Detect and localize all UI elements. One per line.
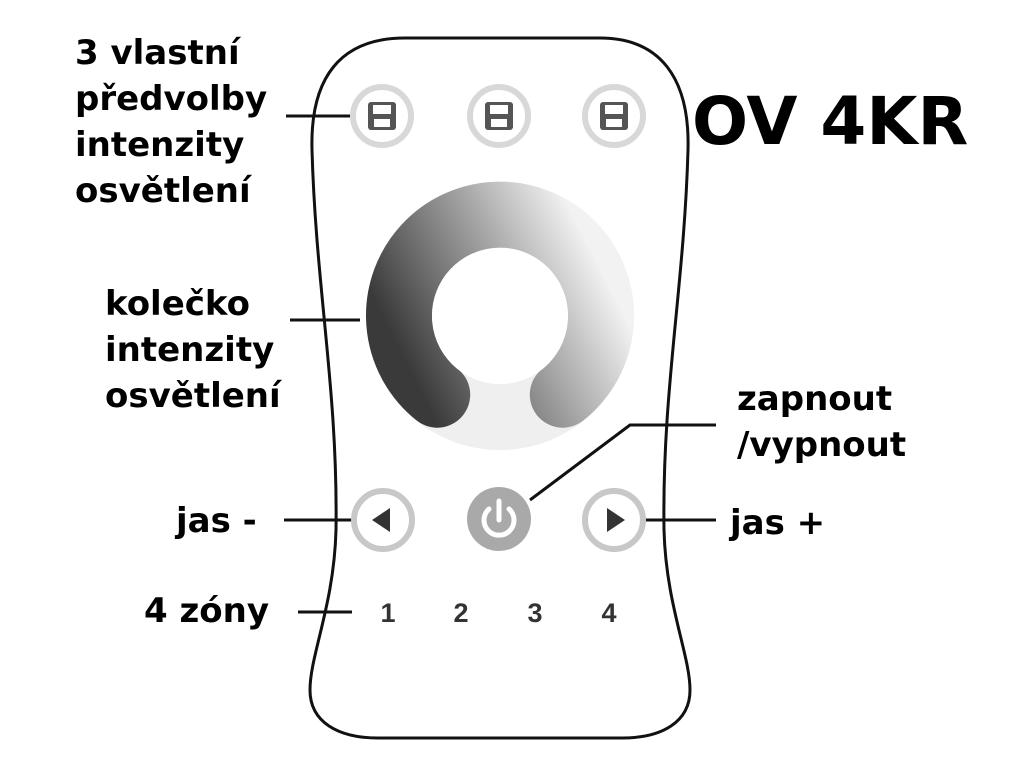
preset-button-3[interactable] [582, 84, 646, 148]
model-title: OV 4KR [692, 83, 969, 160]
presets-label: 3 vlastní předvolby intenzity osvětlení [75, 30, 267, 214]
presets-label-line-4: osvětlení [75, 171, 251, 211]
zone-button-2[interactable]: 2 [453, 598, 469, 628]
wheel-label-line-2: intenzity [105, 330, 275, 370]
brightness-wheel-gradient-arc [366, 181, 634, 428]
triangle-right-icon [607, 508, 625, 532]
floppy-disk-icon [485, 102, 513, 130]
floppy-disk-icon [368, 102, 396, 130]
brightness-up-label: jas + [730, 503, 826, 543]
power-label-line-1: zapnout [737, 379, 893, 419]
preset-button-1[interactable] [350, 84, 414, 148]
zone-button-3[interactable]: 3 [527, 598, 543, 628]
wheel-label: kolečko intenzity osvětlení [105, 281, 281, 419]
presets-label-line-2: předvolby [75, 79, 268, 119]
power-label-line-2: /vypnout [737, 425, 907, 465]
wheel-label-line-3: osvětlení [105, 376, 281, 416]
wheel-label-line-1: kolečko [105, 284, 250, 324]
preset-button-2[interactable] [467, 84, 531, 148]
power-icon [481, 498, 517, 538]
brightness-up-button[interactable] [582, 488, 646, 552]
presets-label-line-1: 3 vlastní [75, 33, 240, 73]
brightness-down-label: jas - [176, 501, 257, 541]
power-label: zapnout /vypnout [737, 376, 906, 468]
brightness-wheel[interactable] [366, 181, 634, 450]
zones-label: 4 zóny [144, 591, 270, 631]
leader-line-power [529, 423, 716, 502]
presets-label-line-3: intenzity [75, 125, 245, 165]
floppy-disk-icon [600, 102, 628, 130]
triangle-left-icon [372, 508, 390, 532]
brightness-down-button[interactable] [351, 488, 415, 552]
zone-button-1[interactable]: 1 [380, 598, 396, 628]
power-button[interactable] [467, 487, 531, 551]
zone-button-4[interactable]: 4 [601, 598, 617, 628]
